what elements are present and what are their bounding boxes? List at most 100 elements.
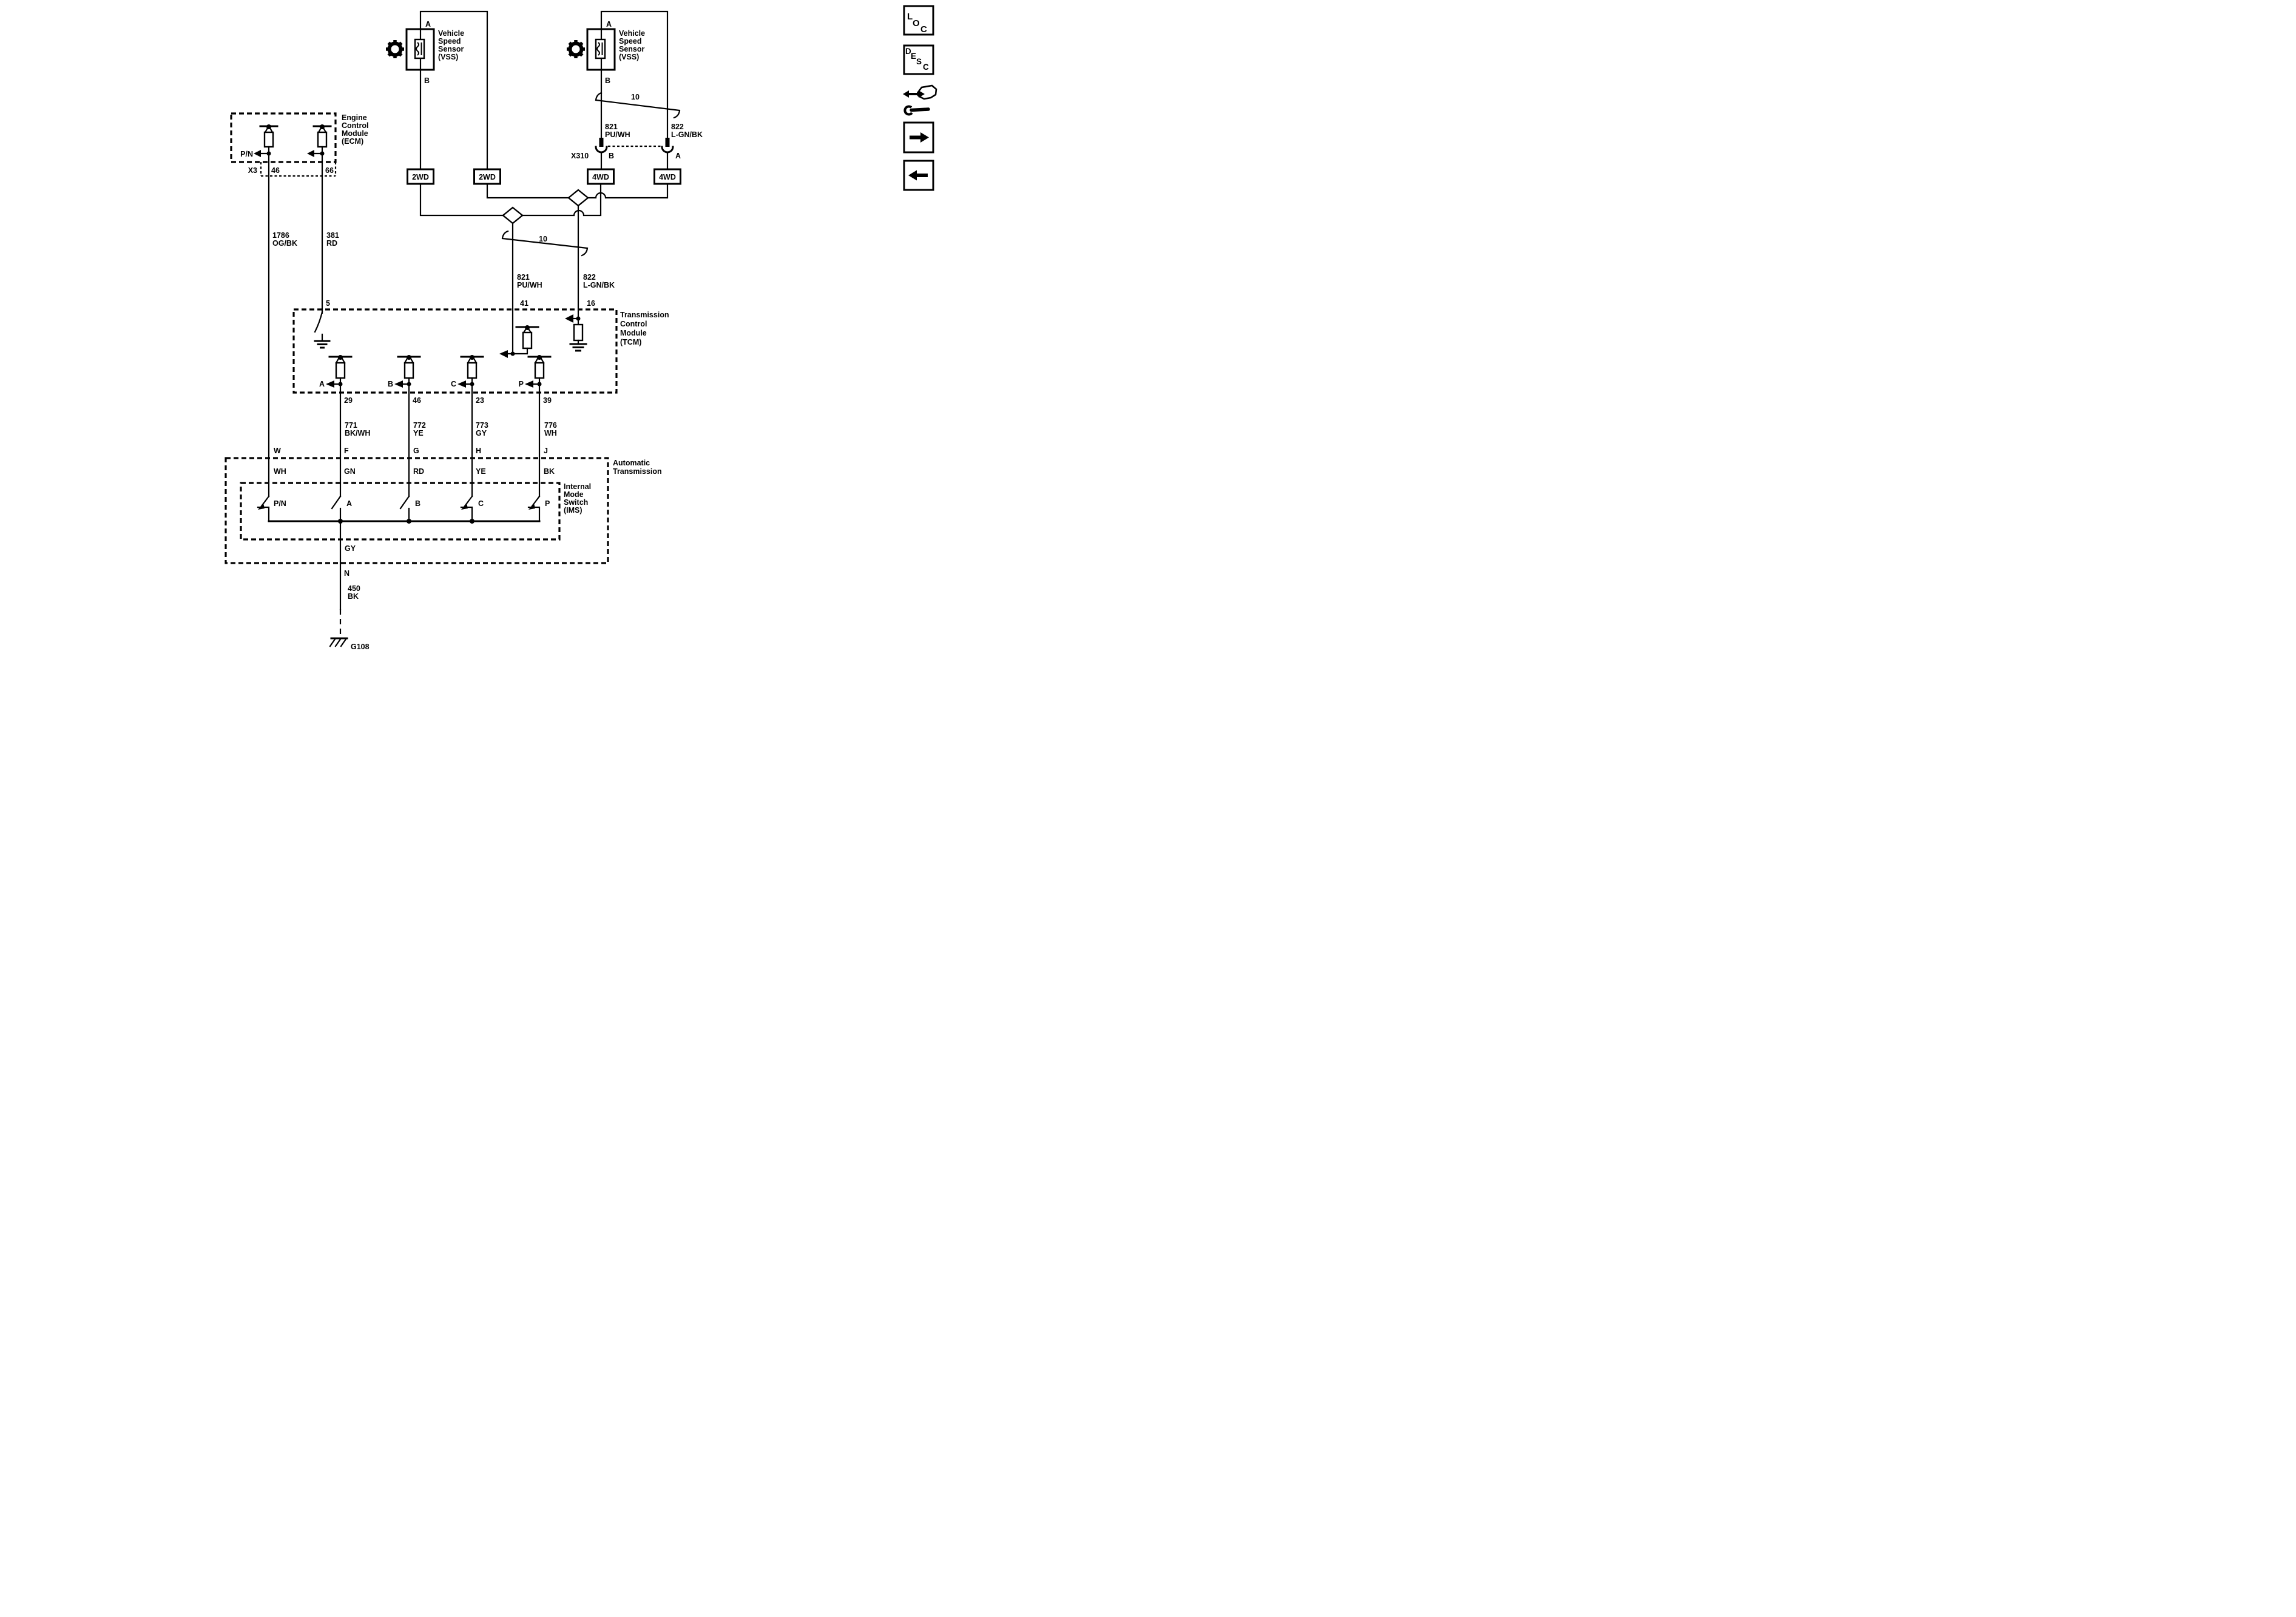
- wire-450-color: BK: [348, 592, 359, 601]
- sidebar: L O C D E S C: [903, 5, 937, 191]
- ims-title-4: (IMS): [564, 506, 582, 515]
- desc-letter-c: C: [923, 62, 929, 72]
- wire-822-top-number: 822: [671, 123, 684, 131]
- ims-switch-c: C: [460, 495, 484, 524]
- tcm-signal-c: C: [451, 380, 456, 388]
- ecm-boundary: [230, 112, 337, 163]
- wire-labels-lower: 821 PU/WH 822 L-GN/BK: [517, 273, 615, 289]
- ecm-x3-connector: X3 46 66: [248, 162, 337, 177]
- vss-left-title-4: (VSS): [438, 53, 458, 61]
- vss-left-pin-b: B: [424, 76, 430, 85]
- vss-right: A B Vehicle Speed Sensor (VSS): [567, 20, 645, 85]
- wire-1786-number: 1786: [272, 231, 289, 240]
- cut-mark-mid: [501, 230, 589, 257]
- desc-letter-d: D: [905, 47, 911, 56]
- ims-pos-a: A: [346, 499, 352, 508]
- wire-772-color: YE: [413, 429, 424, 437]
- loc-button[interactable]: L O C: [903, 5, 934, 36]
- tcm-pin16-input: [565, 314, 587, 352]
- box-2wd-1: 2WD: [412, 173, 429, 181]
- tcm-sense-c: C: [451, 355, 484, 388]
- page-break-marks: 10 10: [501, 92, 681, 257]
- ims-title-1: Internal: [564, 482, 591, 491]
- ims-title-2: Mode: [564, 490, 584, 499]
- ecm-x3-label: X3: [248, 166, 257, 175]
- vss-left-title-1: Vehicle: [438, 29, 464, 38]
- transmission-boundary: [225, 457, 609, 564]
- wire-821-top-number: 821: [605, 123, 618, 131]
- splices: [502, 189, 589, 224]
- x310-pin-b: B: [609, 152, 614, 160]
- ims-title-3: Switch: [564, 498, 588, 507]
- wire-821-top-color: PU/WH: [605, 130, 630, 139]
- ecm-title-3: Module: [342, 129, 368, 138]
- next-page-button[interactable]: [903, 121, 934, 154]
- wire-381-color: RD: [326, 239, 337, 248]
- arrow-left-icon: [908, 170, 928, 181]
- wire-381-number: 381: [326, 231, 339, 240]
- gear-icon: [567, 40, 585, 58]
- wire-776-number: 776: [544, 421, 557, 430]
- ecm-title-4: (ECM): [342, 137, 363, 146]
- ims-switch-p: P: [527, 495, 550, 522]
- ecm-pn-label: P/N: [240, 150, 253, 158]
- ecm-title-2: Control: [342, 121, 368, 130]
- ecm-pin-46: 46: [271, 166, 280, 175]
- wire-822-color: L-GN/BK: [583, 281, 615, 289]
- tcm-pin5-switch: [314, 311, 331, 349]
- page-ref-mid: 10: [539, 235, 547, 243]
- tcm-pin-16: 16: [587, 299, 595, 308]
- wire-labels-tcm: 771 BK/WH 772 YE 773 GY 776 WH: [345, 421, 557, 437]
- pickup-coil-icon: [596, 42, 603, 56]
- tcm-sense-b: B: [388, 355, 421, 388]
- wire-labels-ecm: 1786 OG/BK 381 RD: [272, 231, 339, 248]
- loc-letter-o: O: [913, 18, 920, 29]
- box-4wd-1: 4WD: [592, 173, 609, 181]
- trans-color-rd: RD: [413, 467, 424, 476]
- tcm-pin-41: 41: [520, 299, 528, 308]
- loc-letter-l: L: [907, 12, 913, 22]
- ecm-element-46: [254, 124, 279, 157]
- trans-title-1: Automatic: [613, 459, 650, 467]
- vss-left-title-3: Sensor: [438, 45, 464, 53]
- wire-n-label: N: [344, 569, 349, 578]
- wire-821-color: PU/WH: [517, 281, 542, 289]
- wire-450-number: 450: [348, 584, 360, 593]
- wire-vss-right: [600, 10, 669, 170]
- trans-pin-f: F: [344, 447, 349, 455]
- trans-pin-j: J: [544, 447, 548, 455]
- wire-773-color: GY: [476, 429, 487, 437]
- trans-color-bk: BK: [544, 467, 555, 476]
- ims-switch-b: B: [399, 495, 420, 524]
- ims-pos-p: P: [545, 499, 550, 508]
- trans-pin-h: H: [476, 447, 481, 455]
- ims-switch-pn: P/N: [257, 495, 286, 522]
- diagnostic-tools-button[interactable]: [903, 84, 937, 116]
- tcm-sense-p: P: [519, 355, 552, 388]
- pickup-coil-icon: [416, 42, 422, 56]
- wire-gy-label: GY: [345, 544, 356, 553]
- desc-button[interactable]: D E S C: [903, 44, 934, 75]
- splice-diamond-upper: [567, 189, 589, 207]
- ecm-pin-66: 66: [325, 166, 334, 175]
- tcm-pin-39: 39: [543, 396, 552, 405]
- trans-color-ye: YE: [476, 467, 486, 476]
- wire-labels-upper: 821 PU/WH 822 L-GN/BK: [605, 123, 703, 139]
- wire-776-color: WH: [544, 429, 557, 437]
- vss-right-pin-a: A: [606, 20, 612, 29]
- double-arrow-icon: [903, 90, 925, 98]
- box-4wd-2: 4WD: [659, 173, 676, 181]
- diagram-canvas: 10 10 A B Vehicle Speed Sensor (VSS): [225, 5, 937, 651]
- tcm-title-4: (TCM): [620, 338, 641, 346]
- ecm-title-1: Engine: [342, 113, 367, 122]
- desc-letter-s: S: [916, 57, 922, 66]
- vss-left-title-2: Speed: [438, 37, 461, 46]
- prev-page-button[interactable]: [903, 160, 934, 191]
- tcm-pin-5: 5: [326, 299, 330, 308]
- tcm-module: 5 41 16 Transmission Control Module (TCM…: [292, 299, 669, 405]
- wire-822-top-color: L-GN/BK: [671, 130, 703, 139]
- gear-icon: [386, 40, 404, 58]
- ims-switch-a: A: [331, 495, 352, 524]
- ecm-element-66: [307, 124, 332, 157]
- tcm-sense-a: A: [319, 355, 353, 388]
